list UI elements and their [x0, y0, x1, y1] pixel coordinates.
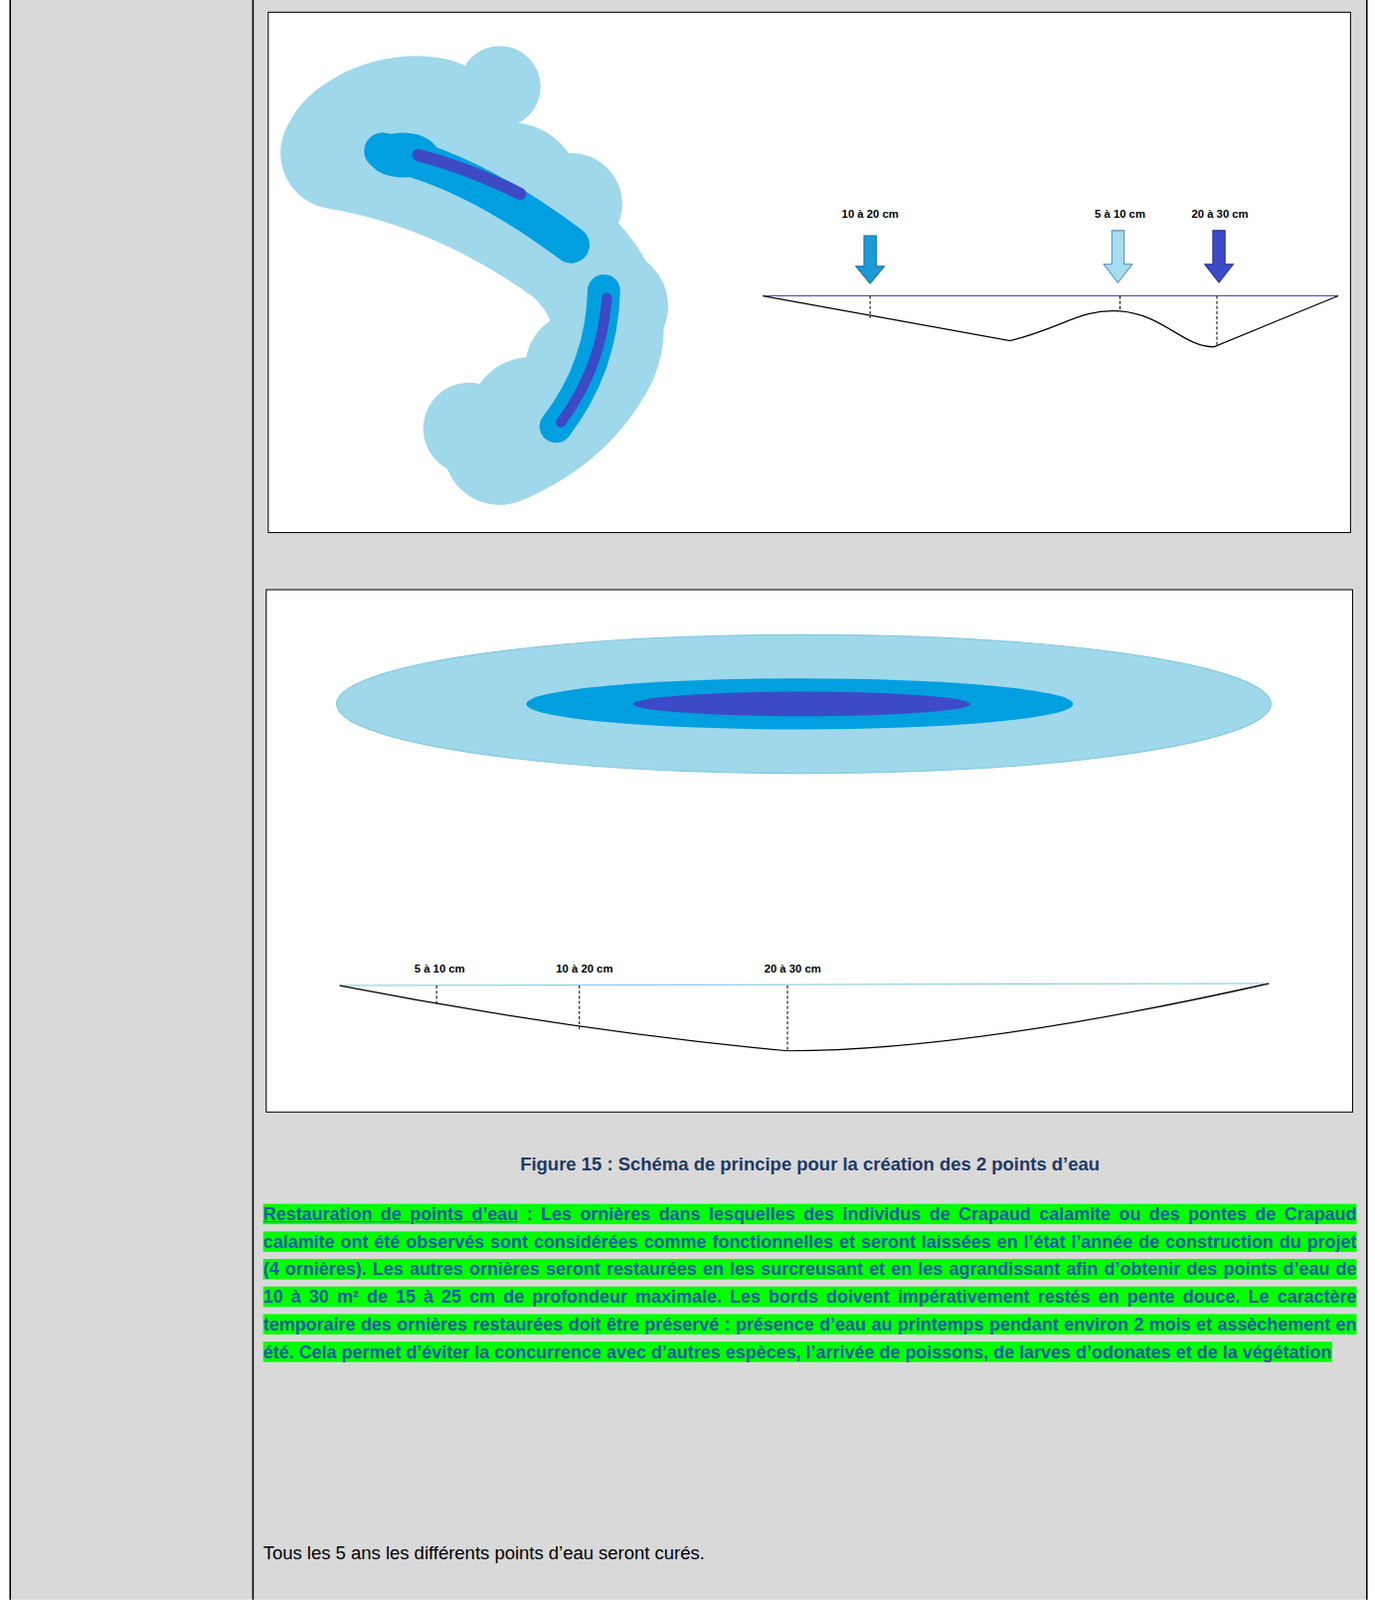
paragraph-body: : Les ornières dans lesquelles des indiv…: [263, 1203, 1358, 1363]
depth-label: 5 à 10 cm: [414, 961, 466, 974]
depth-label: 20 à 30 cm: [1192, 206, 1249, 219]
depth-label: 5 à 10 cm: [1094, 206, 1146, 219]
note-text: Tous les 5 ans les différents points d’e…: [263, 1542, 1358, 1564]
depth-label: 20 à 30 cm: [764, 961, 822, 974]
figure-caption: Figure 15 : Schéma de principe pour la c…: [263, 1153, 1358, 1176]
paragraph-heading: Restauration de points d’eau: [263, 1203, 519, 1225]
depth-label: 10 à 20 cm: [555, 961, 613, 974]
paragraph: Restauration de points d’eau : Les orniè…: [263, 1201, 1358, 1367]
depth-label: 10 à 20 cm: [842, 206, 899, 219]
